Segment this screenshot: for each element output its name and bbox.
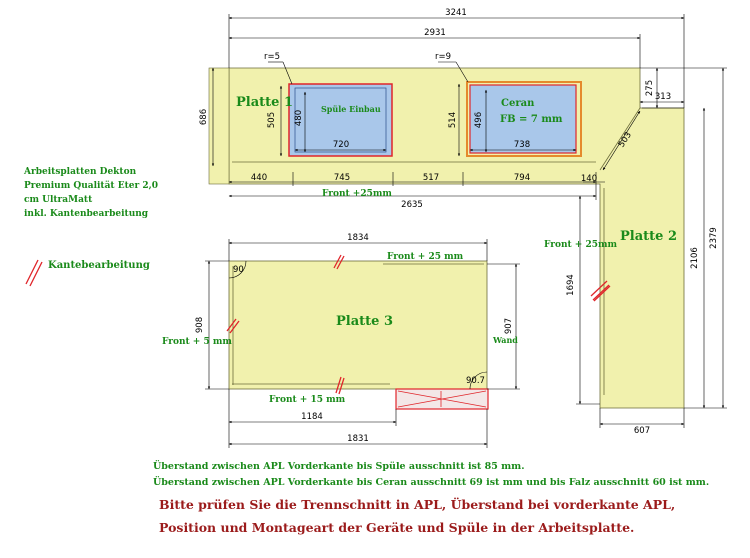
material-line: Premium Qualität Eter 2,0 <box>24 181 158 191</box>
dim-3241: 3241 <box>445 8 467 18</box>
dimension-lines <box>205 14 727 448</box>
dim-2106: 2106 <box>690 247 700 269</box>
front-label-platte-3-bottom: Front + 15 mm <box>269 395 346 405</box>
legend-label: Kantebearbeitung <box>48 260 150 271</box>
note-check-2: Position und Montageart der Geräte und S… <box>159 520 635 535</box>
wall-label: Wand <box>492 335 518 345</box>
platte-3-cut-piece-hatch <box>397 390 487 408</box>
material-line: cm UltraMatt <box>24 195 93 205</box>
dim-2635: 2635 <box>401 200 423 210</box>
dim-275: 275 <box>645 80 655 96</box>
front-label-platte-3-left: Front + 5 mm <box>162 337 232 347</box>
angle-90: 90 <box>233 265 244 275</box>
radius-cooktop: r=9 <box>435 52 451 62</box>
front-label-platte-3-back: Front + 25 mm <box>387 252 464 262</box>
platte-1-label: Platte 1 <box>236 95 293 110</box>
platte-2-label: Platte 2 <box>620 229 677 244</box>
dim-2931: 2931 <box>424 28 446 38</box>
dimension-labels: 3241 2931 440 745 517 794 140 2635 686 5… <box>195 8 719 444</box>
angle-90-7: 90.7 <box>466 376 485 386</box>
dim-686: 686 <box>199 109 209 125</box>
dim-720: 720 <box>333 140 349 150</box>
dim-745: 745 <box>334 173 350 183</box>
platte-3-label: Platte 3 <box>336 314 393 329</box>
dim-908: 908 <box>195 317 205 333</box>
dim-794: 794 <box>514 173 530 183</box>
cooktop-name-label: Ceran <box>501 98 535 109</box>
platte-3-shape <box>228 260 488 390</box>
dim-496: 496 <box>474 112 484 128</box>
radius-sink: r=5 <box>264 52 280 62</box>
cooktop-cutout <box>466 81 582 157</box>
dim-607: 607 <box>634 426 650 436</box>
note-check-1: Bitte prüfen Sie die Trennschnitt in APL… <box>159 497 676 512</box>
dim-1184: 1184 <box>301 412 323 422</box>
dim-1831: 1831 <box>347 434 369 444</box>
material-line: inkl. Kantenbearbeitung <box>24 209 149 219</box>
sink-label: Spüle Einbau <box>321 104 381 114</box>
note-overhang-sink: Überstand zwischen APL Vorderkante bis S… <box>153 461 525 472</box>
material-description: Arbeitsplatten Dekton Premium Qualität E… <box>24 165 158 221</box>
front-label-platte-2: Front + 25mm <box>544 240 618 250</box>
dim-313: 313 <box>655 92 671 102</box>
plate-labels: Platte 1 Platte 2 Platte 3 Spüle Einbau … <box>162 95 677 405</box>
dim-1694: 1694 <box>566 274 576 296</box>
dim-480: 480 <box>294 110 304 126</box>
dim-907: 907 <box>504 318 514 334</box>
dim-738: 738 <box>514 140 530 150</box>
platte-1-strip <box>208 67 230 185</box>
cooktop-fb-label: FB = 7 mm <box>500 114 563 125</box>
dim-2379: 2379 <box>709 227 719 249</box>
dim-514: 514 <box>448 112 458 128</box>
dim-1834: 1834 <box>347 233 369 243</box>
dim-440: 440 <box>251 173 267 183</box>
front-label-top-run: Front +25mm <box>322 189 392 199</box>
dim-140: 140 <box>581 174 597 184</box>
dim-517: 517 <box>423 173 439 183</box>
edge-marks <box>25 254 611 395</box>
note-overhang-ceran: Überstand zwischen APL Vorderkante bis C… <box>153 477 710 488</box>
material-line: Arbeitsplatten Dekton <box>24 167 137 177</box>
dim-505: 505 <box>267 112 277 128</box>
